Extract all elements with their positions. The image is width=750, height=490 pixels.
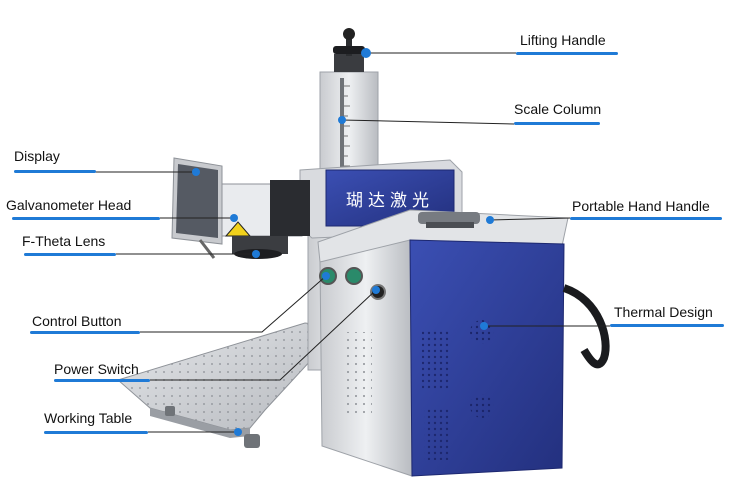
- callout-dots: [192, 48, 494, 436]
- underline-thermal-design: [610, 324, 724, 327]
- underline-working-table: [44, 431, 148, 434]
- label-lifting-handle: Lifting Handle: [520, 32, 606, 48]
- cabinet-shape: [317, 209, 610, 477]
- label-portable-hand-handle: Portable Hand Handle: [572, 198, 710, 214]
- label-control-button: Control Button: [32, 313, 122, 329]
- underline-control-button: [30, 331, 140, 334]
- label-power-switch: Power Switch: [54, 361, 139, 377]
- working-table-shape: [116, 322, 326, 448]
- leader-lines: [84, 52, 610, 433]
- underline-f-theta-lens: [24, 253, 116, 256]
- underline-lifting-handle: [516, 52, 618, 55]
- underline-galvanometer-head: [12, 217, 160, 220]
- underline-display: [14, 170, 96, 173]
- head-sign-text: 瑚达激光: [346, 191, 434, 211]
- label-f-theta-lens: F-Theta Lens: [22, 233, 106, 249]
- display-shape: [171, 157, 223, 259]
- label-display: Display: [14, 148, 60, 164]
- label-scale-column: Scale Column: [514, 101, 602, 117]
- underline-scale-column: [514, 122, 600, 125]
- label-working-table: Working Table: [44, 410, 133, 426]
- underline-portable-hand-handle: [570, 217, 722, 220]
- label-galvanometer-head: Galvanometer Head: [6, 197, 132, 213]
- label-thermal-design: Thermal Design: [614, 304, 713, 320]
- underline-power-switch: [54, 379, 150, 382]
- lifting-handle-shape: [333, 28, 365, 72]
